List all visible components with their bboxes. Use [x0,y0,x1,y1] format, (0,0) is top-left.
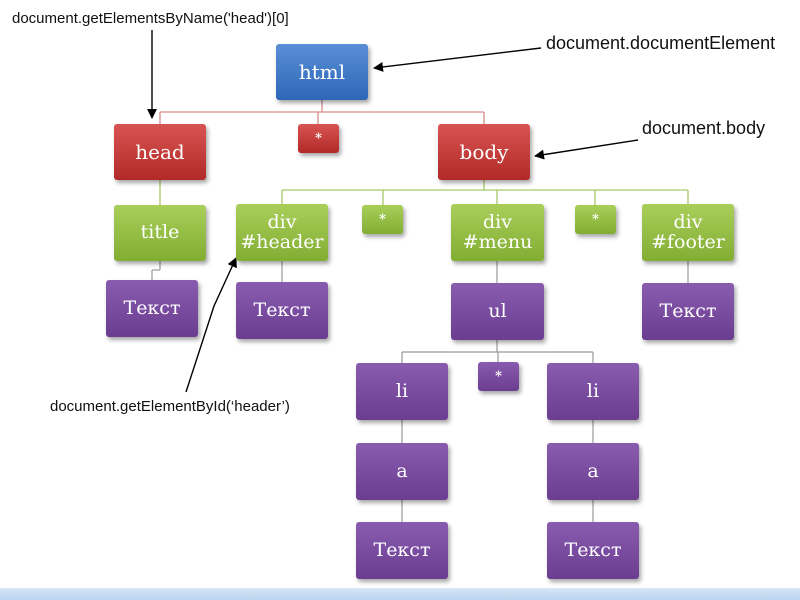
node-div-header: div #header [236,204,328,261]
node-div-header-id: #header [240,230,324,253]
node-title-text-label: Текст [123,296,181,319]
node-li-2: li [547,363,639,420]
node-body-star-2: * [575,205,616,234]
node-html-label: html [298,59,346,84]
arrow-document-body [534,139,639,160]
node-div-menu-tag: div [483,210,512,233]
node-ul-label: ul [488,299,507,322]
annotation-get-elements-by-name: document.getElementsByName('head')[0] [12,10,289,27]
node-a-2: a [547,443,639,500]
node-title-label: title [140,221,180,244]
node-html: html [276,44,368,100]
node-a-1-label: a [396,459,408,482]
node-a-2-text: Текст [547,522,639,579]
node-a-2-text-label: Текст [564,538,622,561]
node-ul: ul [451,283,544,340]
node-a-1-text: Текст [356,522,448,579]
node-title: title [114,205,206,261]
node-div-header-tag: div [267,210,297,233]
node-ul-star: * [478,362,519,391]
node-li-1: li [356,363,448,420]
leaf-connectors [151,261,689,522]
arrow-get-by-id [185,257,237,393]
node-a-2-label: a [587,459,599,482]
html-connectors [159,100,485,124]
arrow-document-element [373,47,542,72]
node-div-footer-tag: div [673,210,703,233]
node-html-star: * [298,124,339,153]
node-footer-text-label: Текст [659,299,717,322]
node-body: body [438,124,530,180]
node-div-footer-id: #footer [651,230,725,253]
annotation-document-element: document.documentElement [546,33,776,53]
level2-connectors [159,180,689,205]
node-head-label: head [135,139,185,164]
node-body-star-1-label: * [379,211,386,227]
node-a-1-text-label: Текст [373,538,431,561]
node-header-text-label: Текст [253,298,311,321]
node-a-1: a [356,443,448,500]
node-body-star-2-label: * [592,211,599,227]
annotation-document-body: document.body [642,118,766,138]
node-head: head [114,124,206,180]
node-div-footer: div #footer [642,204,734,261]
node-footer-text: Текст [642,283,734,340]
node-li-2-label: li [586,379,600,402]
node-li-1-label: li [395,379,409,402]
node-title-text: Текст [106,280,198,337]
node-body-label: body [459,139,509,164]
node-ul-star-label: * [495,368,502,384]
annotation-arrows [147,30,639,393]
node-div-menu-id: #menu [462,230,533,253]
node-div-menu: div #menu [451,204,544,261]
node-body-star-1: * [362,205,403,234]
node-header-text: Текст [236,282,328,339]
annotation-get-element-by-id: document.getElementById(‘header’) [50,398,290,415]
node-html-star-label: * [315,130,322,146]
slide-footer-bar [0,588,800,600]
